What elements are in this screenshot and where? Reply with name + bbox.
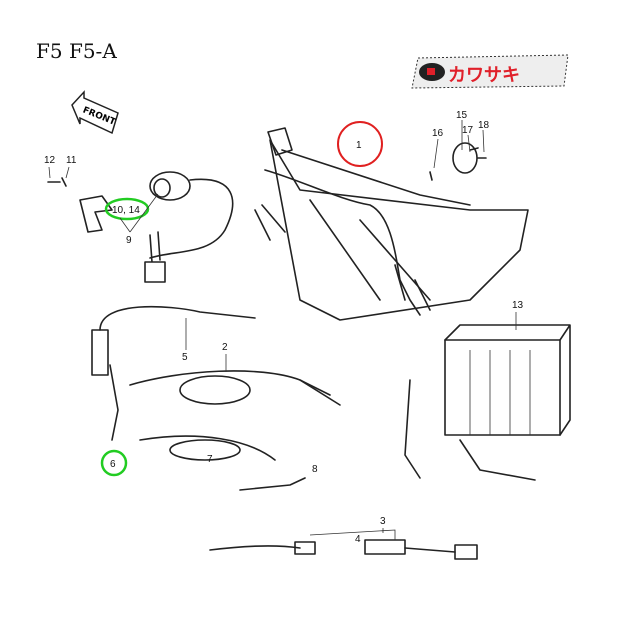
lead-wire-2 <box>129 370 341 406</box>
label-3: 3 <box>380 516 386 527</box>
kawasaki-logo: カワサキ <box>411 54 569 89</box>
label-18: 18 <box>478 120 490 131</box>
battery <box>404 324 571 481</box>
label-9: 9 <box>126 235 132 246</box>
label-5: 5 <box>182 352 188 363</box>
label-7: 7 <box>207 454 213 465</box>
label-8: 8 <box>312 464 318 475</box>
lead-wire-7 <box>139 435 276 461</box>
label-6: 6 <box>110 459 116 470</box>
ignition-switch <box>47 171 234 283</box>
label-10-14: 10, 14 <box>112 205 140 216</box>
label-11: 11 <box>66 155 77 166</box>
diagram-title: F5 F5-A <box>36 39 117 63</box>
frame-wiring-harness <box>254 127 529 321</box>
label-16: 16 <box>432 128 444 139</box>
label-15: 15 <box>456 110 468 121</box>
lead-wire-8 <box>239 477 306 491</box>
horn <box>429 142 487 181</box>
logo-text: カワサキ <box>448 65 520 86</box>
highlight-6 <box>100 449 128 477</box>
front-arrow-icon: FRONT <box>71 90 119 135</box>
label-4: 4 <box>355 534 361 545</box>
fuse-holder <box>209 539 478 560</box>
label-2: 2 <box>222 342 228 353</box>
label-1: 1 <box>356 140 362 151</box>
highlight-1 <box>337 121 383 167</box>
ignition-coil-lead <box>91 305 256 441</box>
label-12: 12 <box>44 155 56 166</box>
label-17: 17 <box>462 125 474 136</box>
label-13: 13 <box>512 300 524 311</box>
highlight-10-14 <box>104 197 150 221</box>
